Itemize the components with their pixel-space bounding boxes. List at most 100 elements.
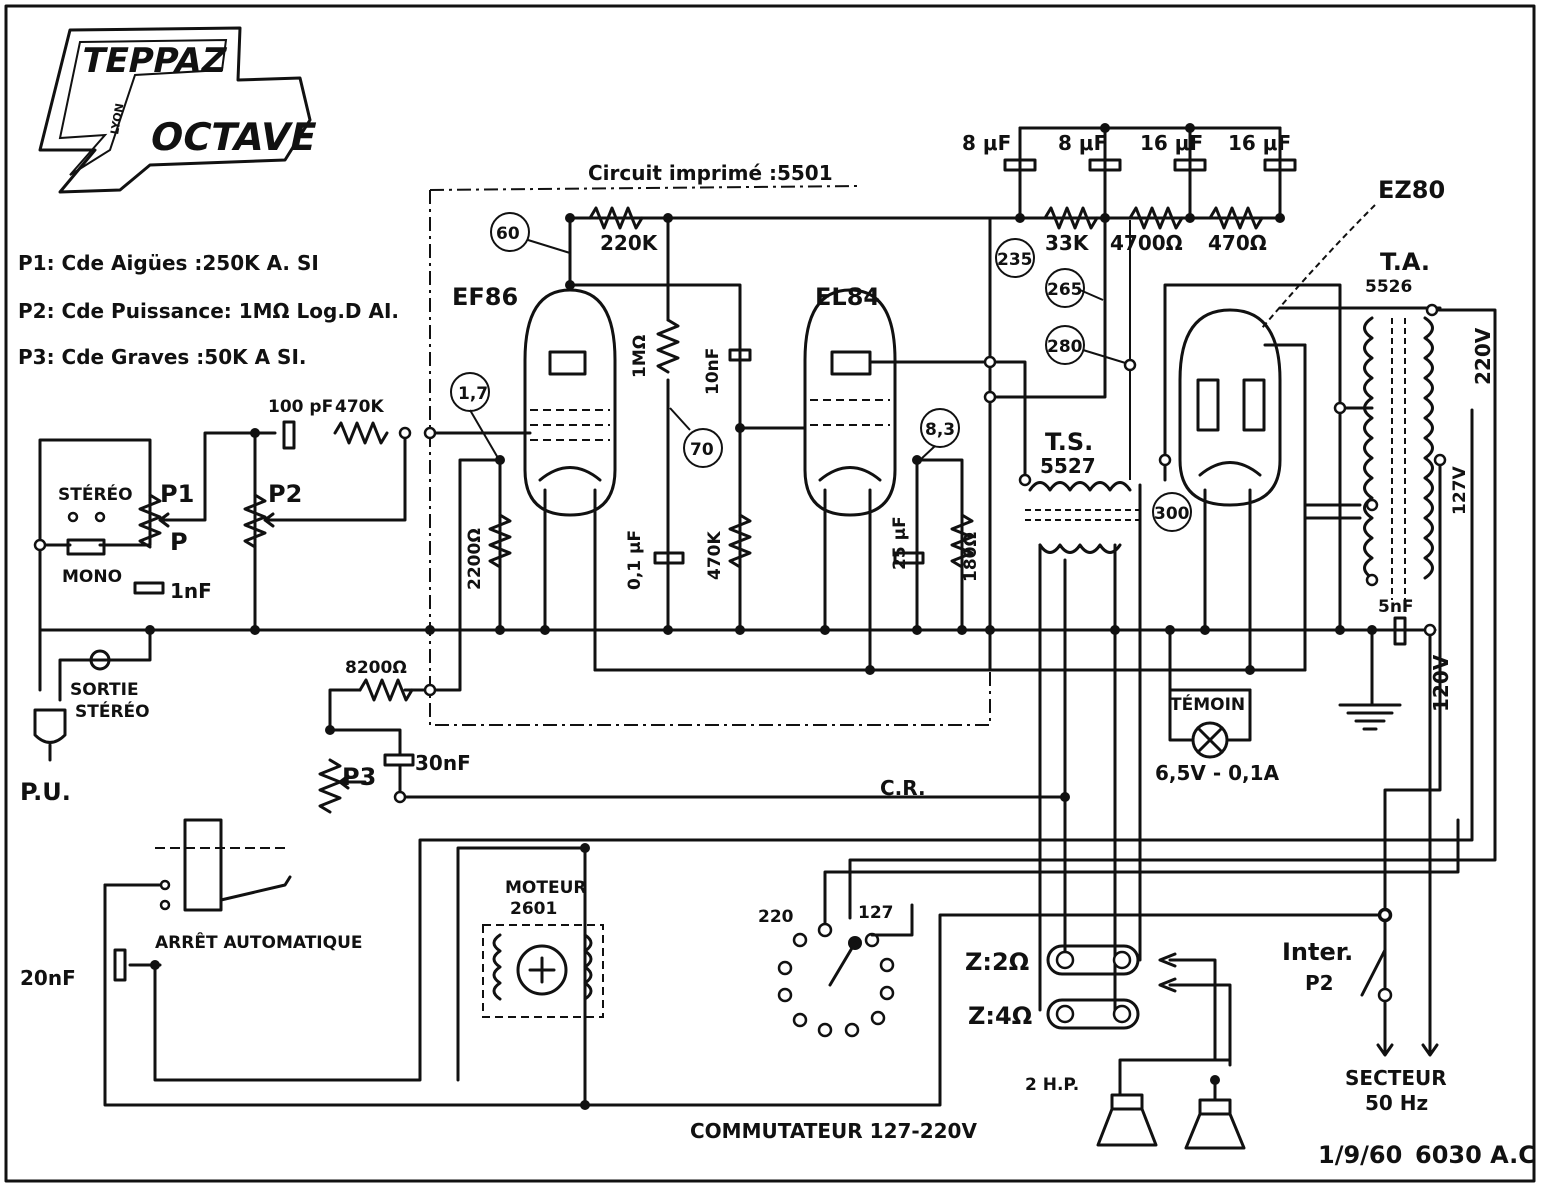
cap-25uf: 25 μF xyxy=(890,516,910,570)
ref-label: 6030 A.C xyxy=(1415,1141,1536,1169)
terminal-points xyxy=(33,303,1447,922)
stereo-label: STÉRÉO xyxy=(58,483,133,505)
cap-label: 8 μF xyxy=(1058,131,1107,155)
r-33k: 33K xyxy=(1045,231,1090,255)
speaker-terminals xyxy=(1046,944,1177,1030)
ta-127v: 127V xyxy=(1450,466,1470,515)
filter-capacitors: 8 μF 8 μF 16 μF 16 μF xyxy=(962,131,1297,172)
loudspeakers xyxy=(1096,1093,1246,1150)
v-300: 300 xyxy=(1154,504,1190,524)
r-4700: 4700Ω xyxy=(1110,231,1183,255)
sortie-label-2: STÉRÉO xyxy=(75,700,150,722)
p1-label: P1 xyxy=(160,480,194,508)
v-60: 60 xyxy=(496,224,520,244)
power-transformer xyxy=(1363,316,1434,600)
commutateur-label: COMMUTATEUR 127-220V xyxy=(690,1119,977,1143)
date-label: 1/9/60 xyxy=(1318,1141,1402,1169)
cap-5nf: 5nF xyxy=(1378,597,1414,617)
stereo-mono-switch xyxy=(66,511,106,556)
r-220k: 220K xyxy=(600,231,659,255)
stereo-output-jack xyxy=(89,649,111,671)
note-p3: P3: Cde Graves :50K A SI. xyxy=(18,345,306,369)
v-280: 280 xyxy=(1047,337,1083,357)
tube-el84 xyxy=(803,288,897,517)
r-470k: 470K xyxy=(705,531,725,580)
circuit-wiring xyxy=(38,216,1497,1107)
hp-label: 2 H.P. xyxy=(1025,1075,1079,1095)
brand-logo: TEPPAZ LYON OCTAVE xyxy=(38,26,321,194)
ts-label: T.S. xyxy=(1045,428,1093,456)
cr-label: C.R. xyxy=(880,776,926,800)
output-transformer xyxy=(1025,481,1140,554)
junction-dots xyxy=(145,123,1377,1110)
potentiometer-p2 xyxy=(243,493,287,549)
cap-30nf: 30nF xyxy=(415,751,471,775)
ta-220v: 220V xyxy=(1471,327,1495,385)
lamp-label: 6,5V - 0,1A xyxy=(1155,761,1280,785)
logo-model: OCTAVE xyxy=(146,115,321,160)
arret-label: ARRÊT AUTOMATIQUE xyxy=(155,931,363,953)
p3-label: P3 xyxy=(342,763,376,791)
ta-number: 5526 xyxy=(1365,277,1412,297)
note-p1: P1: Cde Aigües :250K A. SI xyxy=(18,251,319,275)
pu-label: P.U. xyxy=(20,778,71,806)
auto-stop-switch xyxy=(155,818,292,912)
r-470k-in: 470K xyxy=(335,397,384,417)
mains-switch xyxy=(1360,907,1439,1057)
ta-120v: 120V xyxy=(1429,654,1453,712)
cap-label: 16 μF xyxy=(1228,131,1291,155)
voltage-markers xyxy=(450,212,1192,532)
r-8200: 8200Ω xyxy=(345,658,407,678)
moteur-number: 2601 xyxy=(510,899,557,919)
moteur-label: MOTEUR xyxy=(505,878,586,898)
hz-label: 50 Hz xyxy=(1365,1091,1428,1115)
tube-ez80-label: EZ80 xyxy=(1378,176,1445,204)
r-1m: 1MΩ xyxy=(630,335,650,378)
v-17: 1,7 xyxy=(458,384,488,404)
logo-city: LYON xyxy=(108,102,126,135)
temoin-label: TÉMOIN xyxy=(1170,693,1245,715)
secteur-label: SECTEUR xyxy=(1345,1066,1447,1090)
v-235: 235 xyxy=(997,250,1033,270)
cap-label: 8 μF xyxy=(962,131,1011,155)
cap-20nf: 20nF xyxy=(20,966,76,990)
cap-01uf: 0,1 μF xyxy=(625,530,645,590)
pickup-plug xyxy=(33,708,67,762)
tube-el84-label: EL84 xyxy=(815,283,880,311)
z4-label: Z:4Ω xyxy=(968,1002,1032,1030)
potentiometer-p1 xyxy=(138,493,187,549)
p2-label: P2 xyxy=(268,480,302,508)
sel-220-label: 220 xyxy=(758,907,794,927)
logo-brand: TEPPAZ xyxy=(78,41,230,81)
frame-border xyxy=(4,4,1536,1183)
sortie-label: SORTIE xyxy=(70,680,139,700)
v-265: 265 xyxy=(1047,280,1083,300)
inter-label: Inter. xyxy=(1282,938,1353,966)
r-470: 470Ω xyxy=(1208,231,1267,255)
cap-label: 16 μF xyxy=(1140,131,1203,155)
tube-ez80 xyxy=(1178,308,1282,507)
mono-label: MONO xyxy=(62,567,122,587)
cap-10nf: 10nF xyxy=(703,348,723,395)
sel-127-label: 127 xyxy=(858,903,894,923)
printed-circuit-outline xyxy=(429,185,991,726)
v-70: 70 xyxy=(690,440,714,460)
tube-ef86 xyxy=(523,216,617,517)
ground-symbol xyxy=(1338,698,1402,731)
ta-label: T.A. xyxy=(1380,248,1430,276)
inter-p2-label: P2 xyxy=(1305,971,1334,995)
resistor-symbols xyxy=(333,206,1264,702)
coupling-capacitors xyxy=(113,348,1407,982)
board-label: Circuit imprimé :5501 xyxy=(588,161,833,185)
cap-1nf: 1nF xyxy=(170,579,212,603)
v-83: 8,3 xyxy=(925,420,955,440)
z2-label: Z:2Ω xyxy=(965,948,1029,976)
tube-ef86-label: EF86 xyxy=(452,283,518,311)
cap-100pf: 100 pF xyxy=(268,397,333,417)
r-180: 180Ω xyxy=(961,532,981,582)
note-p2: P2: Cde Puissance: 1MΩ Log.D AI. xyxy=(18,299,399,323)
r-2200: 2200Ω xyxy=(465,528,485,590)
voltage-selector xyxy=(777,903,914,1038)
potentiometer-p3 xyxy=(318,758,367,814)
